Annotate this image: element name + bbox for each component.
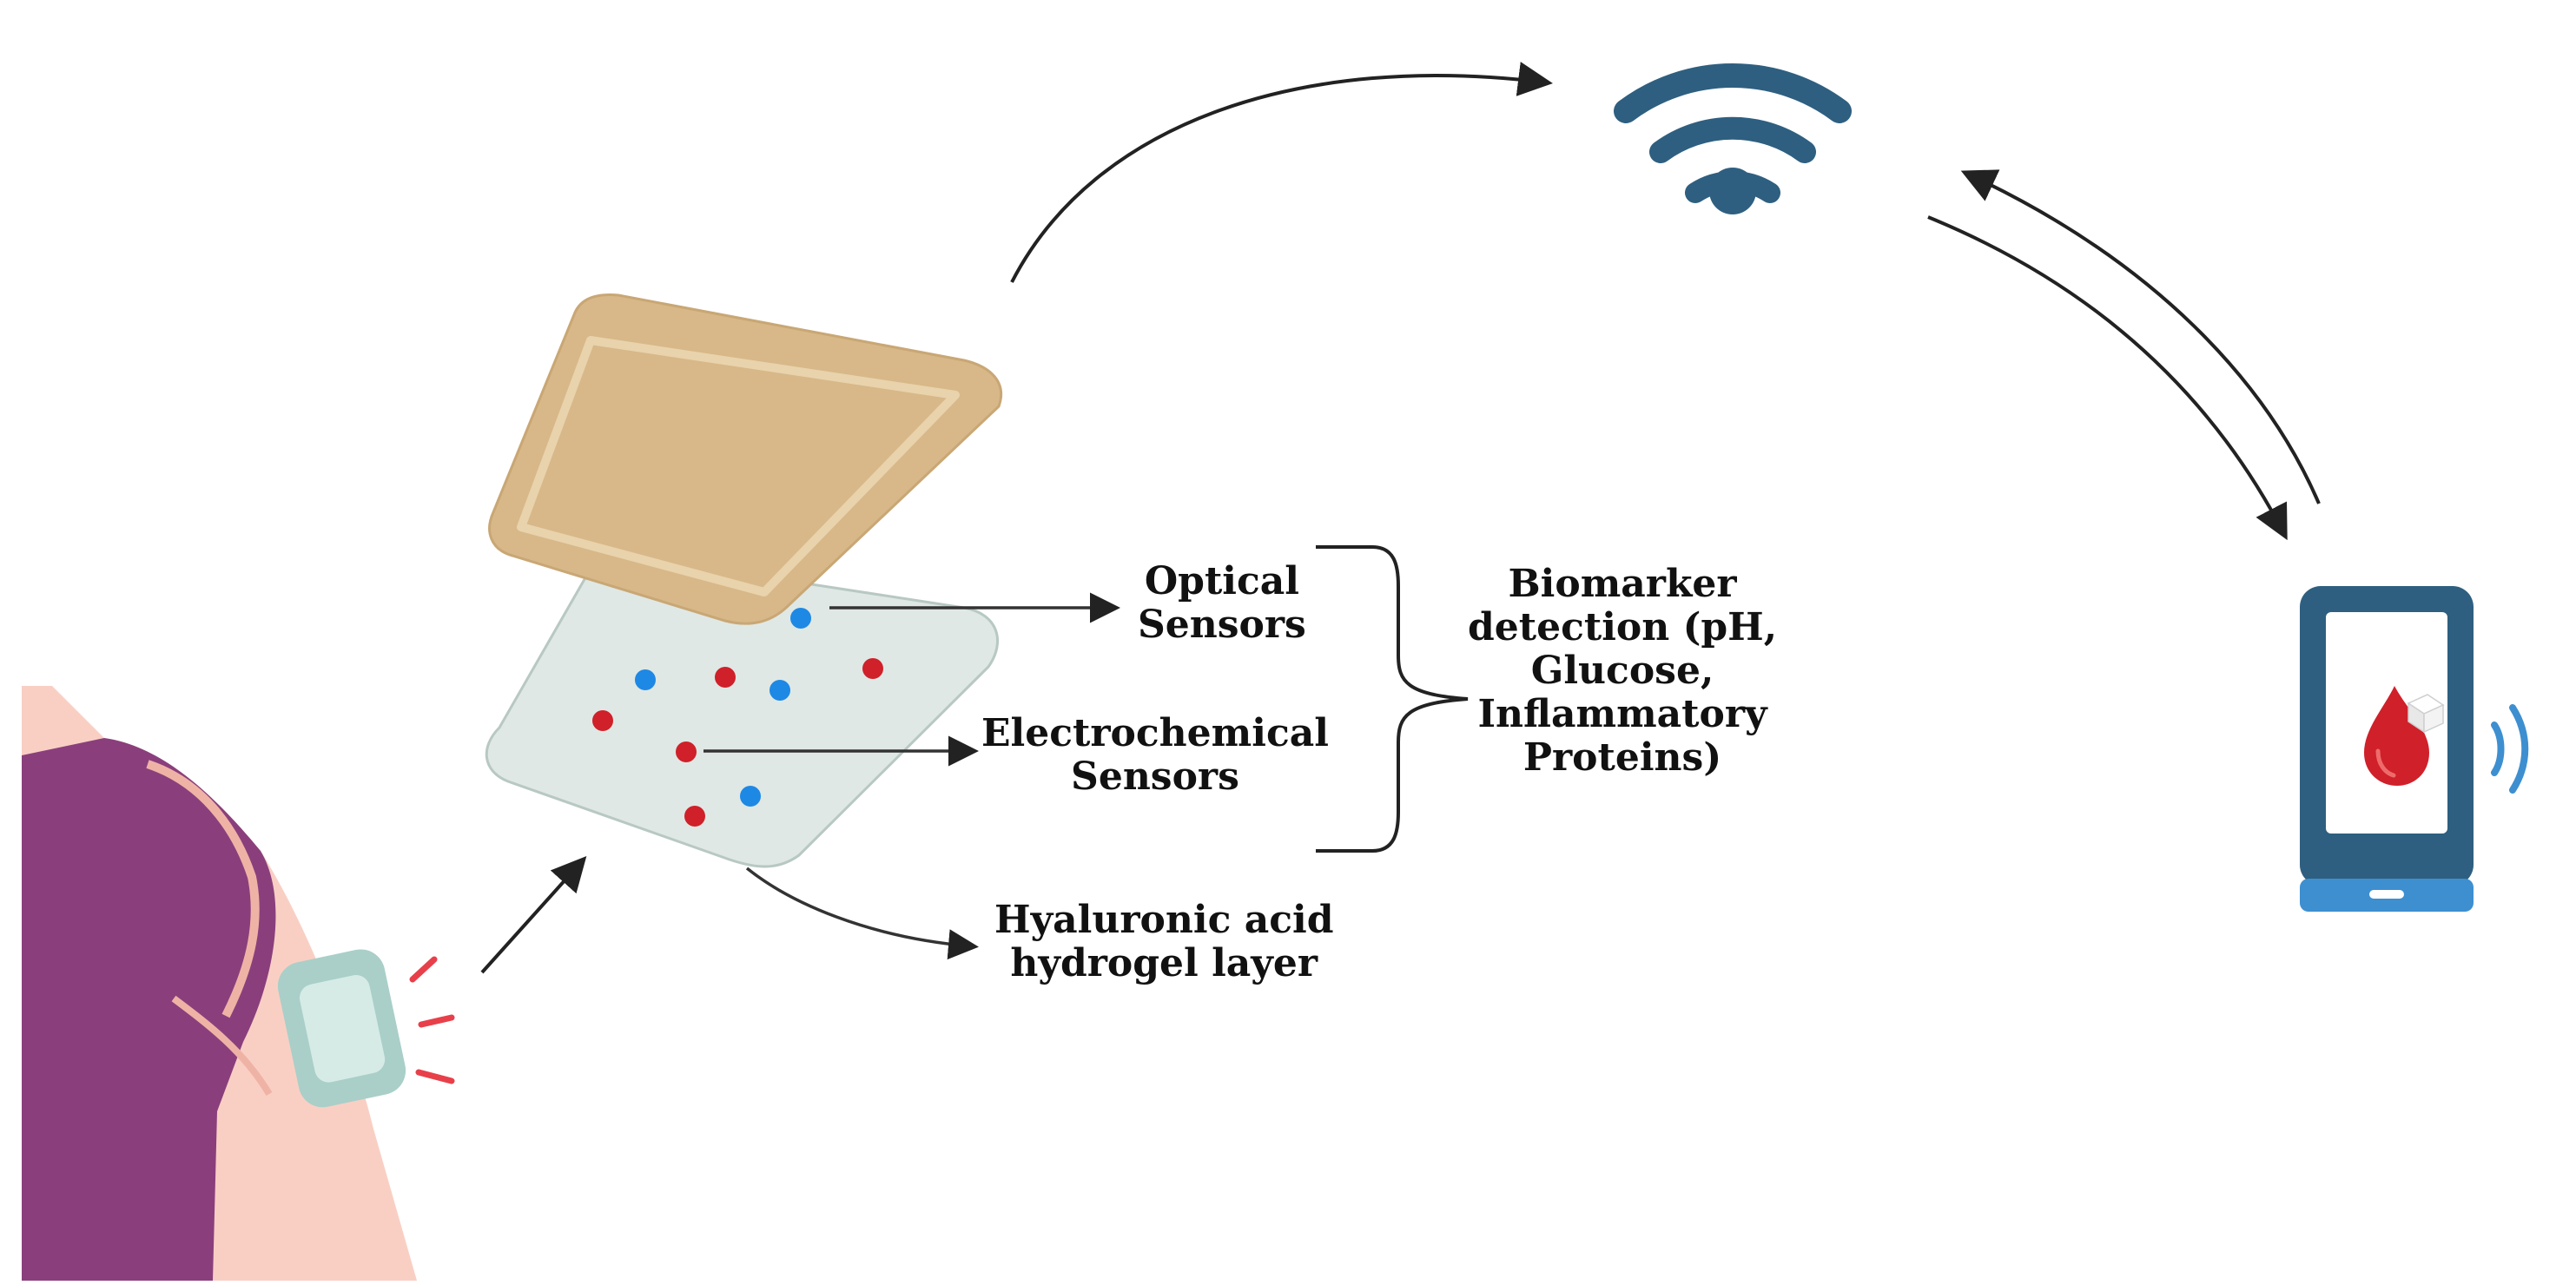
blood-drop-icon bbox=[2364, 686, 2429, 786]
hydrogel-layer-label: Hyaluronic acid hydrogel layer bbox=[994, 898, 1334, 985]
optical-sensor-dot bbox=[790, 608, 811, 629]
arm-to-patch-arrow bbox=[480, 856, 587, 974]
electrochemical-sensor-dot bbox=[676, 741, 697, 762]
electrochemical-sensor-dot bbox=[862, 658, 883, 679]
wifi-to-phone-arrow bbox=[1927, 215, 2288, 541]
arm-shoulder-icon bbox=[22, 686, 455, 1281]
wifi-icon bbox=[1614, 63, 1852, 214]
arm-patch-icon bbox=[277, 949, 406, 1108]
electrochemical-sensor-dot bbox=[684, 806, 705, 827]
smartphone-icon bbox=[2300, 586, 2529, 912]
signal-waves-icon bbox=[2491, 704, 2529, 794]
vibration-marks bbox=[409, 956, 455, 1084]
optical-sensors-label: Optical Sensors bbox=[1138, 559, 1306, 647]
sugar-cube-icon bbox=[2407, 694, 2445, 734]
optical-sensor-dot bbox=[769, 680, 790, 701]
curly-brace bbox=[1316, 545, 1469, 853]
skin-patch-icon bbox=[488, 293, 1003, 625]
sensor-dots bbox=[592, 608, 883, 827]
electrochemical-sensors-label: Electrochemical Sensors bbox=[981, 711, 1329, 799]
phone-to-wifi-arrow bbox=[1960, 169, 2321, 504]
patch-to-wifi-arrow bbox=[1010, 62, 1553, 283]
optical-sensor-dot bbox=[740, 786, 761, 807]
optical-sensor-dot bbox=[635, 669, 656, 690]
shirt bbox=[22, 738, 276, 1281]
hydrogel-pointer-arrow bbox=[745, 867, 979, 960]
electrochemical-sensor-dot bbox=[715, 667, 736, 688]
biomarker-detection-label: Biomarker detection (pH, Glucose, Inflam… bbox=[1468, 562, 1778, 780]
electrochemical-sensor-dot bbox=[592, 710, 613, 731]
